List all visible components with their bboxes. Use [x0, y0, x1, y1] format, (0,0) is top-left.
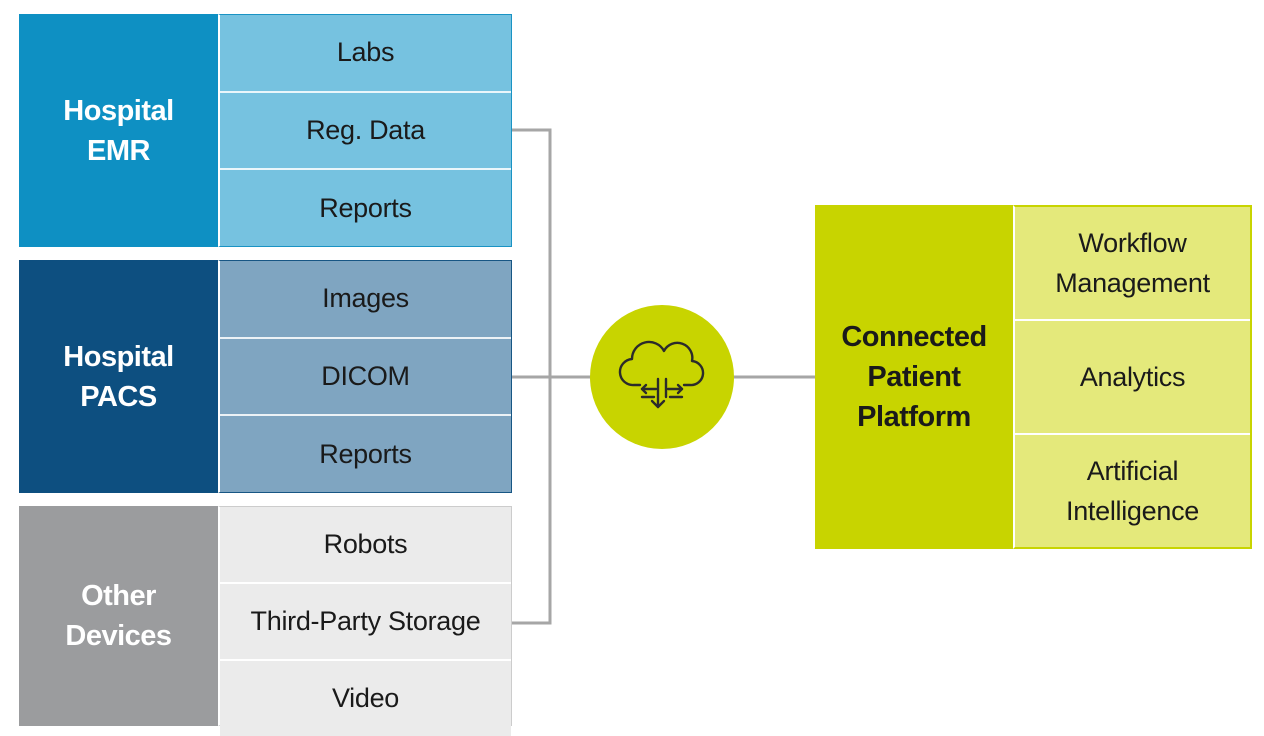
pacs-item-images: Images — [220, 261, 511, 337]
platform-item-workflow-management: Workflow Management — [1015, 207, 1250, 319]
hospital-emr-items: Labs Reg. Data Reports — [218, 14, 512, 247]
hospital-pacs-label: Hospital PACS — [19, 260, 218, 493]
cloud-sync-icon — [618, 340, 705, 409]
pacs-item-reports: Reports — [220, 414, 511, 493]
connector-other — [512, 377, 552, 625]
hospital-emr-label: Hospital EMR — [19, 14, 218, 247]
connected-patient-platform: Connected Patient Platform Workflow Mana… — [815, 205, 1252, 549]
platform-item-analytics: Analytics — [1015, 319, 1250, 433]
emr-item-reg-data: Reg. Data — [220, 90, 511, 169]
emr-item-labs: Labs — [220, 15, 511, 91]
other-devices-label: Other Devices — [19, 506, 218, 726]
emr-item-reports: Reports — [220, 168, 511, 247]
connector-emr — [512, 128, 552, 377]
platform-item-artificial-intelligence: Artificial Intelligence — [1015, 433, 1250, 547]
pacs-item-dicom: DICOM — [220, 336, 511, 415]
platform-title: Connected Patient Platform — [815, 205, 1013, 549]
hospital-emr-group: Hospital EMR Labs Reg. Data Reports — [19, 14, 512, 247]
platform-items: Workflow Management Analytics Artificial… — [1013, 205, 1252, 549]
hospital-pacs-group: Hospital PACS Images DICOM Reports — [19, 260, 512, 493]
other-item-robots: Robots — [220, 507, 511, 582]
connector-lines — [512, 128, 815, 625]
integration-hub — [590, 305, 734, 449]
other-item-third-party-storage: Third-Party Storage — [220, 582, 511, 659]
hospital-pacs-items: Images DICOM Reports — [218, 260, 512, 493]
